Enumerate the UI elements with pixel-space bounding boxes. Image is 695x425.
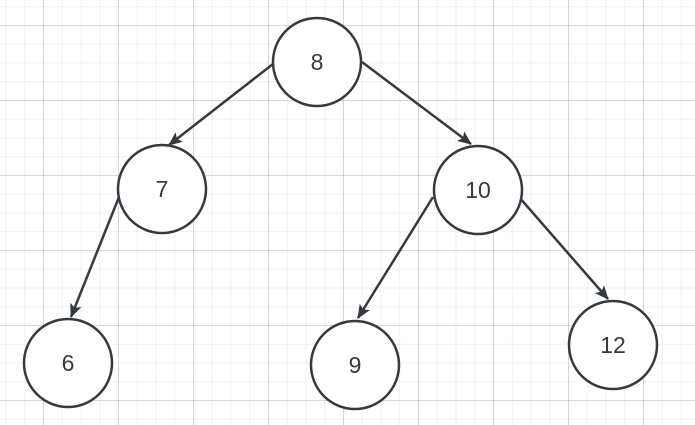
tree-edge-7-to-6[interactable] [69,196,121,318]
node-label: 10 [465,177,491,203]
node-circle[interactable] [271,16,363,108]
nodes-layer: 8 7 10 6 9 12 [22,16,659,411]
tree-node-9[interactable]: 9 [309,319,401,411]
tree-edge-8-to-10[interactable] [361,61,472,145]
node-circle[interactable] [309,319,401,411]
tree-node-12[interactable]: 12 [567,299,659,391]
tree-node-7[interactable]: 7 [116,143,208,235]
tree-edge-8-to-7[interactable] [168,63,274,146]
tree-node-10[interactable]: 10 [432,144,524,236]
node-label: 7 [156,176,169,202]
node-label: 12 [600,332,626,358]
node-circle[interactable] [567,299,659,391]
node-label: 8 [311,49,324,75]
node-circle[interactable] [432,144,524,236]
node-label: 9 [349,352,362,378]
node-label: 6 [62,350,75,376]
tree-edge-10-to-12[interactable] [518,196,609,300]
edges-layer [69,61,609,319]
tree-node-8[interactable]: 8 [271,16,363,108]
tree-edge-10-to-9[interactable] [356,196,435,319]
tree-node-6[interactable]: 6 [22,317,114,409]
node-circle[interactable] [22,317,114,409]
node-circle[interactable] [116,143,208,235]
